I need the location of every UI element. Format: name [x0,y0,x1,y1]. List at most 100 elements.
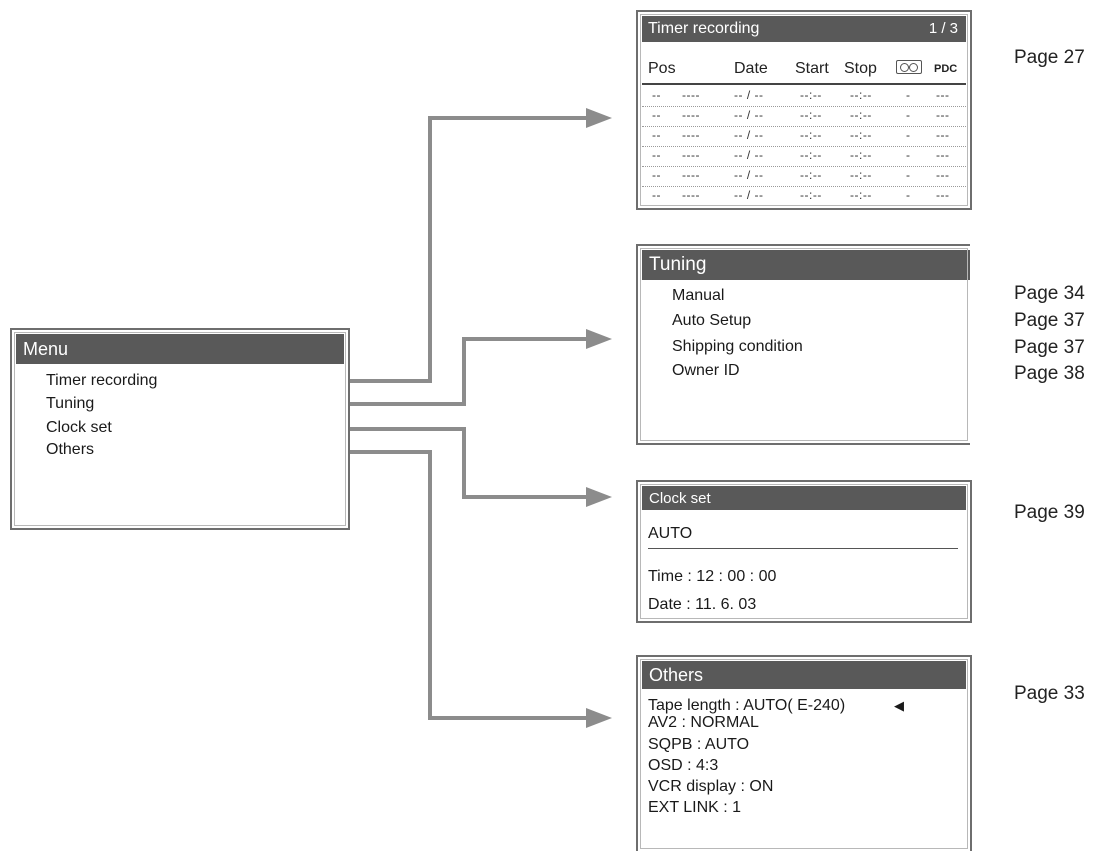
others-item-ext-link[interactable]: EXT LINK : 1 [648,799,742,816]
timer-row-divider [642,106,966,107]
tuning-panel: Tuning Manual Auto Setup Shipping condit… [636,244,970,445]
menu-item-others[interactable]: Others [46,441,95,458]
timer-cell-date: -- / -- [734,108,764,122]
timer-cell-tape: - [906,108,911,122]
others-panel: Others Tape length : AUTO( E-240) ◀ AV2 … [636,655,972,851]
page-ref-others: Page 33 [1014,683,1085,704]
col-header-pdc: PDC [934,63,958,75]
timer-cell-pdc: --- [936,88,950,102]
timer-cell-stop: --:-- [850,148,872,162]
timer-cell-pos: -- [652,128,661,142]
menu-panel: Menu Timer recording Tuning Clock set Ot… [10,328,350,530]
timer-cell-pdc: --- [936,188,950,202]
others-item-sqpb[interactable]: SQPB : AUTO [648,736,750,753]
arrowhead-timer [586,108,612,128]
menu-item-clock-set[interactable]: Clock set [46,419,112,436]
timer-title-text: Timer recording [648,20,760,37]
timer-row-divider [642,146,966,147]
timer-cell-pos: -- [652,168,661,182]
others-item-vcr-display[interactable]: VCR display : ON [648,778,774,795]
timer-cell-stop: --:-- [850,88,872,102]
timer-cell-name: ---- [682,148,700,162]
timer-cell-stop: --:-- [850,108,872,122]
timer-cell-start: --:-- [800,148,822,162]
timer-cell-pdc: --- [936,148,950,162]
timer-cell-start: --:-- [800,188,822,202]
tuning-title-text: Tuning [649,254,707,275]
clock-set-panel: Clock set AUTO Time : 12 : 00 : 00 Date … [636,480,972,623]
tuning-item-shipping-condition[interactable]: Shipping condition [672,338,803,355]
timer-row-divider [642,186,966,187]
page-ref-tuning-shipping: Page 37 [1014,337,1085,358]
timer-recording-panel: Timer recording 1 / 3 Pos Date Start Sto… [636,10,972,210]
page-ref-clock: Page 39 [1014,502,1085,523]
page-ref-timer: Page 27 [1014,47,1085,68]
timer-cell-name: ---- [682,128,700,142]
menu-title: Menu [16,334,344,364]
cassette-icon [896,60,922,74]
clock-time[interactable]: Time : 12 : 00 : 00 [648,568,777,585]
others-title-text: Others [649,665,704,685]
col-header-date: Date [734,60,768,77]
timer-page-indicator: 1 / 3 [928,20,958,37]
arrowhead-clock [586,487,612,507]
timer-cell-tape: - [906,168,911,182]
timer-cell-date: -- / -- [734,188,764,202]
timer-cell-pos: -- [652,88,661,102]
col-header-stop: Stop [844,60,877,77]
timer-title: Timer recording 1 / 3 [642,16,966,42]
timer-cell-stop: --:-- [850,188,872,202]
timer-cell-start: --:-- [800,168,822,182]
timer-cell-tape: - [906,128,911,142]
timer-cell-date: -- / -- [734,148,764,162]
menu-title-text: Menu [23,339,69,359]
page-ref-tuning-auto-setup: Page 37 [1014,310,1085,331]
others-title: Others [642,661,966,689]
timer-cell-name: ---- [682,168,700,182]
tuning-title: Tuning [642,250,970,280]
timer-cell-pdc: --- [936,108,950,122]
col-header-pos: Pos [648,60,676,77]
timer-cell-stop: --:-- [850,128,872,142]
timer-row-divider [642,126,966,127]
timer-row-divider [642,166,966,167]
timer-cell-tape: - [906,188,911,202]
tuning-item-auto-setup[interactable]: Auto Setup [672,312,752,329]
arrowhead-tuning [586,329,612,349]
col-header-start: Start [795,60,829,77]
timer-cell-name: ---- [682,108,700,122]
timer-cell-pos: -- [652,188,661,202]
timer-cell-pos: -- [652,108,661,122]
menu-item-tuning[interactable]: Tuning [46,395,95,412]
timer-cell-start: --:-- [800,128,822,142]
pointer-left-icon: ◀ [894,698,904,713]
timer-cell-start: --:-- [800,108,822,122]
arrowhead-others [586,708,612,728]
clock-mode[interactable]: AUTO [648,525,693,542]
timer-cell-name: ---- [682,188,700,202]
clock-title-text: Clock set [649,490,711,507]
others-item-tape-length[interactable]: Tape length : AUTO( E-240) [648,697,846,714]
timer-header-divider [642,83,966,85]
others-item-osd[interactable]: OSD : 4:3 [648,757,719,774]
timer-cell-date: -- / -- [734,88,764,102]
timer-cell-tape: - [906,148,911,162]
menu-item-timer-recording[interactable]: Timer recording [46,372,158,389]
page-ref-tuning-manual: Page 34 [1014,283,1085,304]
timer-cell-start: --:-- [800,88,822,102]
tuning-item-manual[interactable]: Manual [672,287,725,304]
tuning-item-owner-id[interactable]: Owner ID [672,362,740,379]
timer-cell-pdc: --- [936,168,950,182]
others-item-av2[interactable]: AV2 : NORMAL [648,714,759,731]
timer-cell-name: ---- [682,88,700,102]
page-ref-tuning-owner-id: Page 38 [1014,363,1085,384]
clock-date[interactable]: Date : 11. 6. 03 [648,596,757,613]
clock-title: Clock set [642,486,966,510]
timer-cell-date: -- / -- [734,128,764,142]
timer-cell-pos: -- [652,148,661,162]
clock-divider [648,548,958,549]
timer-cell-tape: - [906,88,911,102]
timer-cell-date: -- / -- [734,168,764,182]
timer-cell-pdc: --- [936,128,950,142]
timer-cell-stop: --:-- [850,168,872,182]
